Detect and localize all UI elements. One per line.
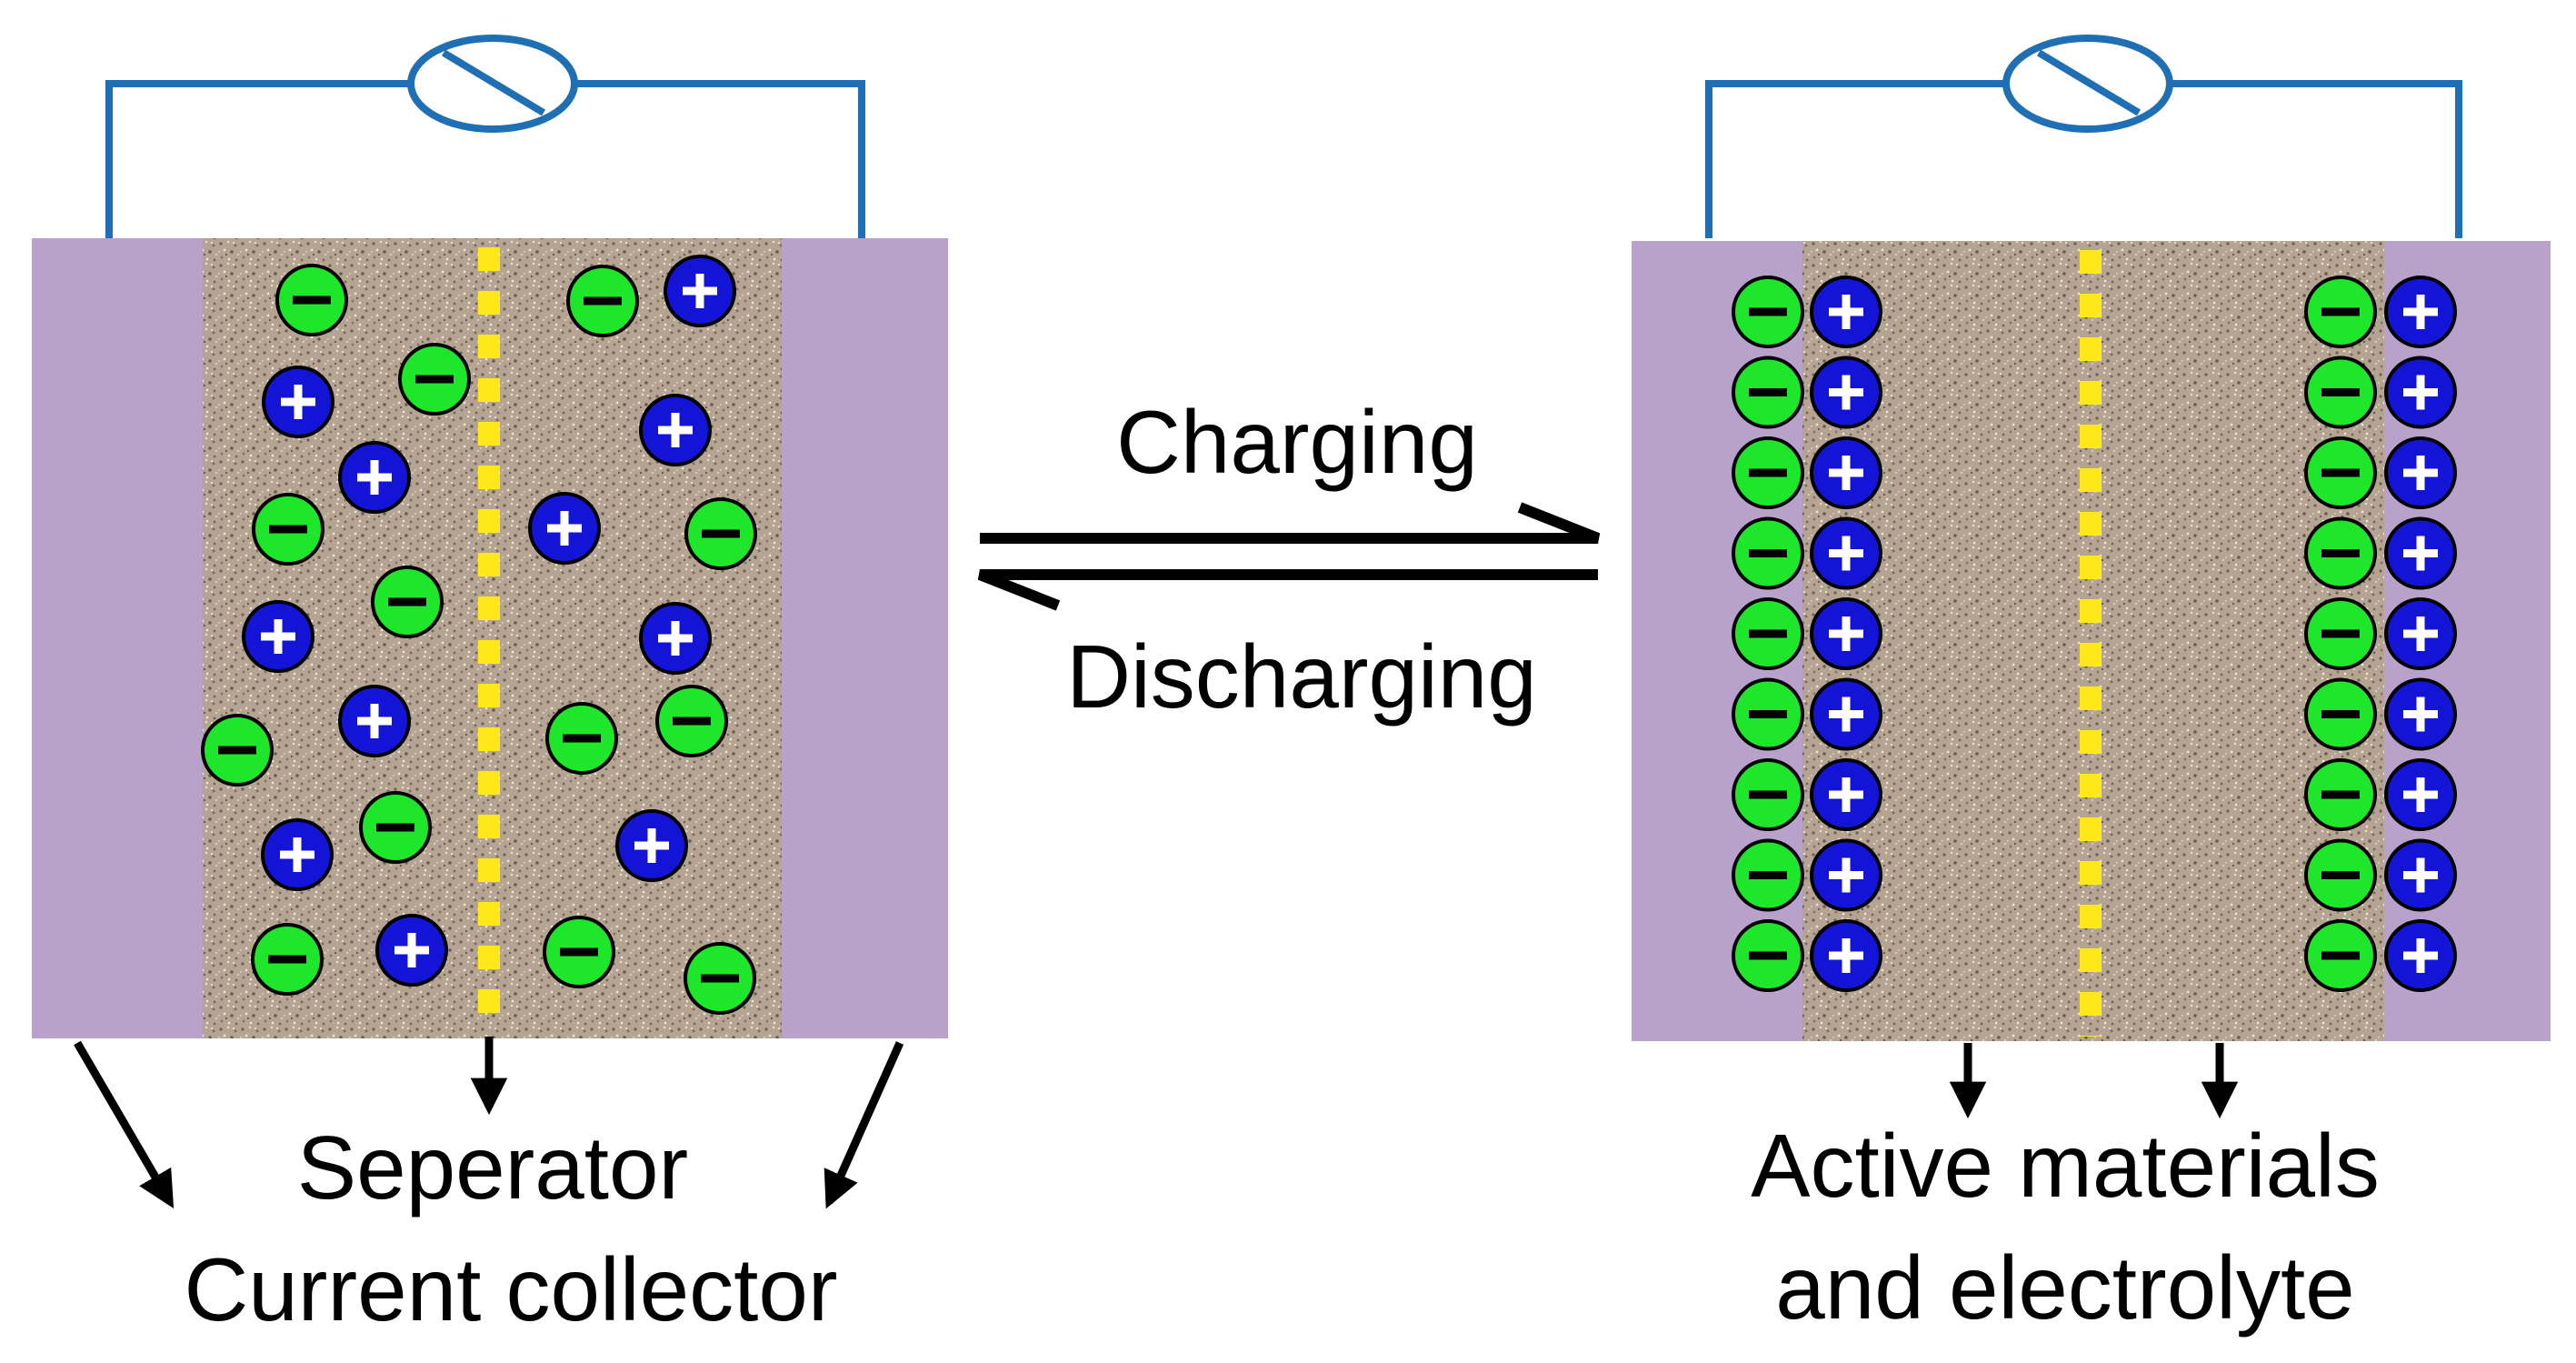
- anion-ion: [543, 916, 615, 988]
- cation-ion: [1810, 919, 1882, 992]
- anion-ion: [201, 714, 274, 787]
- separator-label: Seperator: [297, 1117, 688, 1218]
- cation-ion: [639, 602, 712, 675]
- anion-ion: [2304, 516, 2377, 590]
- anion-ion: [655, 685, 728, 757]
- cation-ion: [2384, 516, 2457, 590]
- charging-label: Charging: [1116, 392, 1478, 492]
- anion-ion: [398, 343, 471, 416]
- cation-ion: [1810, 838, 1882, 912]
- cation-ion: [1810, 677, 1882, 751]
- ions-left: [201, 255, 757, 1015]
- cation-ion: [1810, 436, 1882, 509]
- cation-ion: [261, 818, 334, 891]
- anion-ion: [2304, 356, 2377, 429]
- current-collector-left-b: [782, 238, 948, 1038]
- cation-ion: [2384, 919, 2457, 992]
- charged-cell: [1632, 35, 2551, 1041]
- circuit-wire-right: [1705, 80, 2462, 238]
- cation-ion: [1810, 758, 1882, 831]
- anion-ion: [545, 702, 618, 775]
- cation-ion: [2384, 838, 2457, 912]
- anion-ion: [359, 791, 432, 864]
- cation-ion: [664, 255, 736, 327]
- anion-ion: [252, 493, 324, 566]
- anion-ion: [2304, 597, 2377, 670]
- cation-ion: [262, 366, 334, 438]
- cation-ion: [338, 441, 411, 514]
- anion-ion: [1732, 516, 1804, 590]
- anion-ion: [2304, 436, 2377, 509]
- cation-ion: [338, 685, 411, 757]
- discharging-label: Discharging: [1066, 626, 1536, 727]
- galvanometer-icon: [407, 35, 578, 133]
- discharged-cell: [32, 35, 948, 1038]
- cation-ion: [242, 600, 315, 673]
- cation-ion: [1810, 276, 1882, 348]
- cation-ion: [615, 809, 688, 882]
- anion-ion: [1732, 838, 1804, 912]
- cation-ion: [2384, 597, 2457, 670]
- cation-ion: [1810, 597, 1882, 670]
- anion-ion: [1732, 436, 1804, 509]
- active-materials-label-line2: and electrolyte: [1775, 1238, 2354, 1338]
- discharging-arrow: [977, 569, 1598, 611]
- anion-ion: [684, 497, 757, 570]
- pointer-current-collector-right: [824, 1041, 904, 1209]
- anion-ion: [1732, 356, 1804, 429]
- anion-ion: [2304, 276, 2377, 348]
- reversible-arrows: [977, 502, 1601, 611]
- cation-ion: [639, 394, 712, 466]
- pointer-arrows: [74, 1037, 2239, 1209]
- meter-needle: [441, 49, 546, 116]
- active-materials-label-line1: Active materials: [1751, 1116, 2380, 1216]
- anion-ion: [1732, 276, 1804, 348]
- anion-ion: [684, 942, 756, 1015]
- anion-ion: [2304, 758, 2377, 831]
- cation-ion: [2384, 758, 2457, 831]
- current-collector-label: Current collector: [185, 1239, 838, 1339]
- cation-ion: [1810, 356, 1882, 429]
- anion-ion: [1732, 919, 1804, 992]
- ions-right: [1732, 276, 2457, 992]
- cation-ion: [2384, 436, 2457, 509]
- cation-ion: [528, 492, 601, 565]
- charging-arrow: [980, 502, 1601, 544]
- anion-ion: [371, 566, 444, 638]
- current-collector-left-a: [32, 238, 203, 1038]
- cation-ion: [375, 914, 448, 987]
- galvanometer-icon: [2002, 35, 2173, 133]
- cation-ion: [2384, 677, 2457, 751]
- anion-ion: [2304, 838, 2377, 912]
- anion-ion: [1732, 597, 1804, 670]
- pointer-current-collector-left: [74, 1040, 175, 1208]
- anion-ion: [566, 265, 639, 337]
- anion-ion: [2304, 919, 2377, 992]
- anion-ion: [251, 923, 324, 996]
- anion-ion: [1732, 758, 1804, 831]
- anion-ion: [275, 264, 348, 336]
- meter-needle: [2036, 49, 2142, 116]
- circuit-wire-left: [105, 80, 865, 238]
- anion-ion: [2304, 677, 2377, 751]
- anion-ion: [1732, 677, 1804, 751]
- cation-ion: [1810, 516, 1882, 590]
- cation-ion: [2384, 276, 2457, 348]
- cation-ion: [2384, 356, 2457, 429]
